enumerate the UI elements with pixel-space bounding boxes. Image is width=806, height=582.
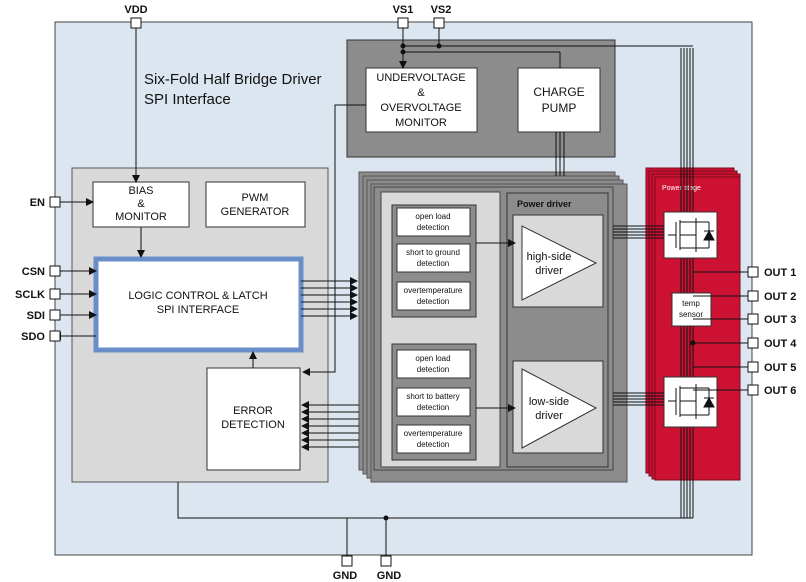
pin-sclk — [49, 288, 61, 300]
det-top-1-b: detection — [417, 259, 449, 268]
power-driver-label: Power driver — [517, 199, 572, 209]
label-vs2: VS2 — [431, 4, 452, 16]
pwm-label-1: PWM — [242, 192, 269, 204]
label-out2: OUT 2 — [764, 291, 796, 303]
label-vs1: VS1 — [393, 4, 414, 16]
pin-gnd-1 — [341, 555, 353, 567]
temp-label-2: sensor — [679, 310, 703, 319]
label-out5: OUT 5 — [764, 362, 796, 374]
pin-sdi — [49, 309, 61, 321]
detection-short-ground — [396, 243, 471, 273]
det-top-1-a: short to ground — [406, 248, 460, 257]
label-sdo: SDO — [21, 331, 45, 343]
detection-overtemp-top — [396, 281, 471, 311]
diagram-title-line1: Six-Fold Half Bridge Driver — [144, 71, 322, 88]
det-bot-1-b: detection — [417, 403, 449, 412]
detection-open-load-bottom — [396, 349, 471, 379]
uv-label-3: OVERVOLTAGE — [380, 102, 461, 114]
pin-vs1 — [397, 17, 409, 29]
pin-vs2 — [433, 17, 445, 29]
uv-label-1: UNDERVOLTAGE — [376, 72, 465, 84]
logic-label-2: SPI INTERFACE — [157, 304, 240, 316]
temp-label-1: temp — [682, 299, 700, 308]
label-out4: OUT 4 — [764, 338, 797, 350]
label-out6: OUT 6 — [764, 385, 796, 397]
pin-out6 — [747, 384, 759, 396]
label-csn: CSN — [22, 266, 45, 278]
detection-overtemp-bottom — [396, 424, 471, 454]
pin-out2 — [747, 290, 759, 302]
det-top-2-b: detection — [417, 297, 449, 306]
det-bot-2-b: detection — [417, 440, 449, 449]
pwm-label-2: GENERATOR — [221, 206, 290, 218]
diagram-title-line2: SPI Interface — [144, 91, 231, 108]
pin-vdd — [130, 17, 142, 29]
detection-open-load-top — [396, 207, 471, 237]
label-out1: OUT 1 — [764, 267, 796, 279]
signal-wires — [53, 18, 752, 560]
label-sclk: SCLK — [15, 289, 45, 301]
pin-csn — [49, 265, 61, 277]
logic-control-box — [93, 256, 304, 353]
det-top-2-a: overtemperature — [404, 286, 463, 295]
det-top-0-b: detection — [417, 223, 449, 232]
pin-out5 — [747, 361, 759, 373]
uv-label-4: MONITOR — [395, 117, 447, 129]
det-top-0-a: open load — [415, 212, 450, 221]
pins — [49, 17, 759, 567]
det-bot-0-a: open load — [415, 354, 450, 363]
temp-sensor-box — [671, 292, 712, 327]
uv-label-2: & — [417, 87, 425, 99]
label-gnd-1: GND — [333, 570, 358, 582]
label-sdi: SDI — [27, 310, 45, 322]
pin-gnd-2 — [380, 555, 392, 567]
power-stage-rails — [680, 48, 694, 518]
label-vdd: VDD — [124, 4, 147, 16]
det-bot-2-a: overtemperature — [404, 429, 463, 438]
bias-label-3: MONITOR — [115, 211, 167, 223]
label-en: EN — [30, 197, 45, 209]
pin-out3 — [747, 313, 759, 325]
error-label-2: DETECTION — [221, 419, 285, 431]
label-gnd-2: GND — [377, 570, 402, 582]
ls-label-1: low-side — [529, 396, 569, 408]
error-label-1: ERROR — [233, 405, 273, 417]
power-stage-label: Power stage — [662, 185, 701, 192]
pin-out1 — [747, 266, 759, 278]
undervoltage-monitor-box — [365, 67, 478, 133]
detection-short-battery — [396, 387, 471, 417]
pin-sdo — [49, 330, 61, 342]
high-side-driver-triangle — [521, 225, 598, 301]
cp-label-2: PUMP — [542, 101, 577, 115]
hs-label-2: driver — [535, 265, 563, 277]
ls-label-2: driver — [535, 410, 563, 422]
det-bot-1-a: short to battery — [406, 392, 459, 401]
hs-label-1: high-side — [527, 251, 572, 263]
low-side-driver-triangle — [521, 368, 598, 449]
bias-label-2: & — [137, 198, 145, 210]
charge-pump-box — [517, 67, 601, 133]
pin-out4 — [747, 337, 759, 349]
logic-label-1: LOGIC CONTROL & LATCH — [128, 290, 267, 302]
pin-en — [49, 196, 61, 208]
error-detection-box — [206, 367, 301, 471]
high-side-mosfet-symbol — [668, 218, 715, 252]
cp-label-1: CHARGE — [533, 85, 584, 99]
label-out3: OUT 3 — [764, 314, 796, 326]
pwm-generator-box — [205, 181, 306, 228]
bias-label-1: BIAS — [128, 185, 153, 197]
det-bot-0-b: detection — [417, 365, 449, 374]
